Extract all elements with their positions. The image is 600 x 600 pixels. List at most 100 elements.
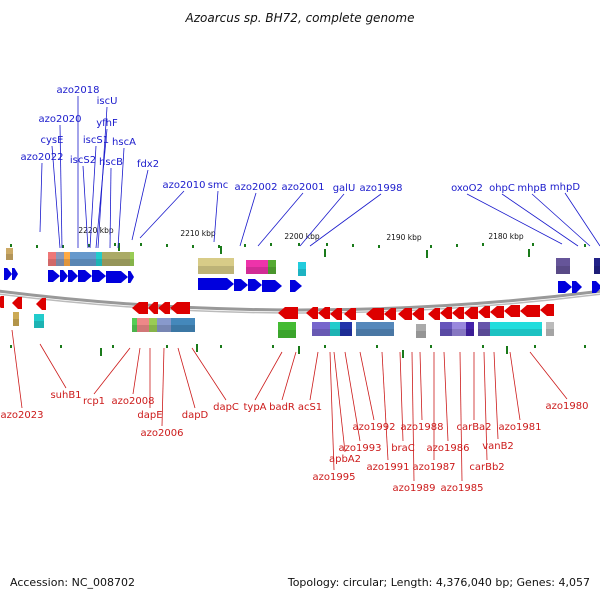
scale-minor-tick	[270, 243, 272, 246]
feature-shade	[490, 329, 542, 336]
gene-leader-line	[466, 193, 563, 245]
forward-gene-arrow	[106, 271, 128, 283]
feature-shade	[70, 259, 96, 266]
backbone-arc-outer	[0, 289, 600, 312]
gene-leader-line	[51, 145, 61, 249]
gene-leader-line	[132, 347, 141, 395]
scale-minor-tick	[10, 244, 12, 247]
gene-label-reverse: azo2006	[141, 428, 184, 439]
feature-block	[298, 262, 306, 276]
gene-leader-line	[309, 351, 319, 401]
feature-block	[340, 322, 352, 336]
feature-shade	[149, 325, 157, 332]
gene-label-reverse: azo1980	[546, 401, 589, 412]
reverse-gene-arrow	[278, 307, 298, 319]
gene-leader-line	[281, 351, 297, 401]
gene-label-forward: azo2010	[163, 180, 206, 191]
gene-leader-line	[381, 351, 389, 461]
feature-block	[34, 314, 44, 328]
scale-major-tick	[100, 348, 102, 356]
gene-leader-line	[359, 351, 375, 421]
feature-block	[137, 318, 149, 332]
gene-leader-line	[419, 351, 423, 421]
reverse-gene-arrow	[520, 305, 540, 317]
gene-leader-line	[501, 193, 579, 247]
reverse-gene-arrow	[540, 304, 554, 316]
reverse-gene-arrow	[170, 302, 190, 314]
feature-shade	[130, 259, 134, 266]
gene-leader-line	[257, 192, 304, 247]
gene-leader-line	[39, 343, 67, 389]
backbone-arc-inner	[0, 293, 600, 314]
feature-shade	[13, 319, 19, 326]
feature-shade	[546, 329, 554, 336]
gene-label-reverse: azo1995	[313, 472, 356, 483]
scale-minor-tick	[482, 345, 484, 348]
scale-major-tick	[528, 249, 530, 257]
reverse-gene-arrow	[440, 307, 452, 319]
scale-minor-tick	[534, 345, 536, 348]
scale-major-tick	[426, 250, 428, 258]
scale-tick-label: 2200 kbp	[284, 232, 320, 241]
feature-shade	[132, 325, 137, 332]
scale-minor-tick	[88, 244, 90, 247]
reverse-gene-arrow	[0, 296, 4, 308]
gene-label-reverse: carBa2	[456, 422, 491, 433]
gene-label-forward: galU	[333, 183, 356, 194]
gene-label-forward: yfhF	[96, 118, 118, 129]
feature-block	[132, 318, 137, 332]
reverse-gene-arrow	[464, 307, 478, 319]
gene-label-reverse: suhB1	[50, 390, 81, 401]
scale-minor-tick	[376, 345, 378, 348]
scale-minor-tick	[324, 345, 326, 348]
gene-leader-line	[109, 167, 112, 249]
reverse-gene-arrow	[366, 308, 384, 320]
scale-minor-tick	[166, 244, 168, 247]
scale-minor-tick	[430, 245, 432, 248]
forward-gene-arrow	[92, 270, 106, 282]
reverse-gene-arrow	[412, 308, 424, 320]
feature-shade	[466, 329, 474, 336]
feature-shade	[356, 329, 394, 336]
feature-block	[490, 322, 542, 336]
scale-minor-tick	[166, 345, 168, 348]
gene-label-reverse: azo1993	[339, 443, 382, 454]
reverse-gene-arrow	[158, 302, 170, 314]
gene-leader-line	[11, 329, 23, 409]
feature-block	[64, 252, 70, 266]
scale-major-tick	[324, 249, 326, 257]
reverse-gene-arrow	[318, 307, 330, 319]
gene-label-forward: azo2018	[57, 85, 100, 96]
feature-shade	[556, 266, 570, 274]
gene-label-reverse: braC	[391, 443, 415, 454]
feature-block	[48, 252, 56, 266]
gene-label-forward: oxoO2	[451, 183, 483, 194]
feature-block	[171, 318, 195, 332]
scale-minor-tick	[220, 345, 222, 348]
gene-label-forward: fdx2	[137, 159, 159, 170]
feature-block	[416, 324, 426, 338]
gene-label-reverse: azo1987	[413, 462, 456, 473]
gene-leader-line	[443, 351, 449, 442]
scale-major-tick	[298, 346, 300, 354]
feature-shade	[340, 329, 352, 336]
gene-leader-line	[191, 347, 227, 401]
gene-label-reverse: azo2008	[112, 396, 155, 407]
gene-leader-line	[177, 347, 196, 409]
gene-leader-line	[411, 351, 415, 482]
feature-shade	[268, 267, 276, 274]
scale-minor-tick	[584, 345, 586, 348]
gene-label-reverse: azo1991	[367, 462, 410, 473]
reverse-gene-arrow	[36, 298, 46, 310]
feature-shade	[157, 325, 171, 332]
feature-block	[157, 318, 171, 332]
feature-shade	[48, 259, 56, 266]
forward-gene-arrow	[78, 270, 92, 282]
reverse-gene-arrow	[504, 305, 520, 317]
feature-block	[56, 252, 64, 266]
feature-block	[13, 312, 19, 326]
feature-shade	[298, 269, 306, 276]
forward-gene-arrow	[68, 270, 78, 282]
feature-shade	[96, 259, 102, 266]
